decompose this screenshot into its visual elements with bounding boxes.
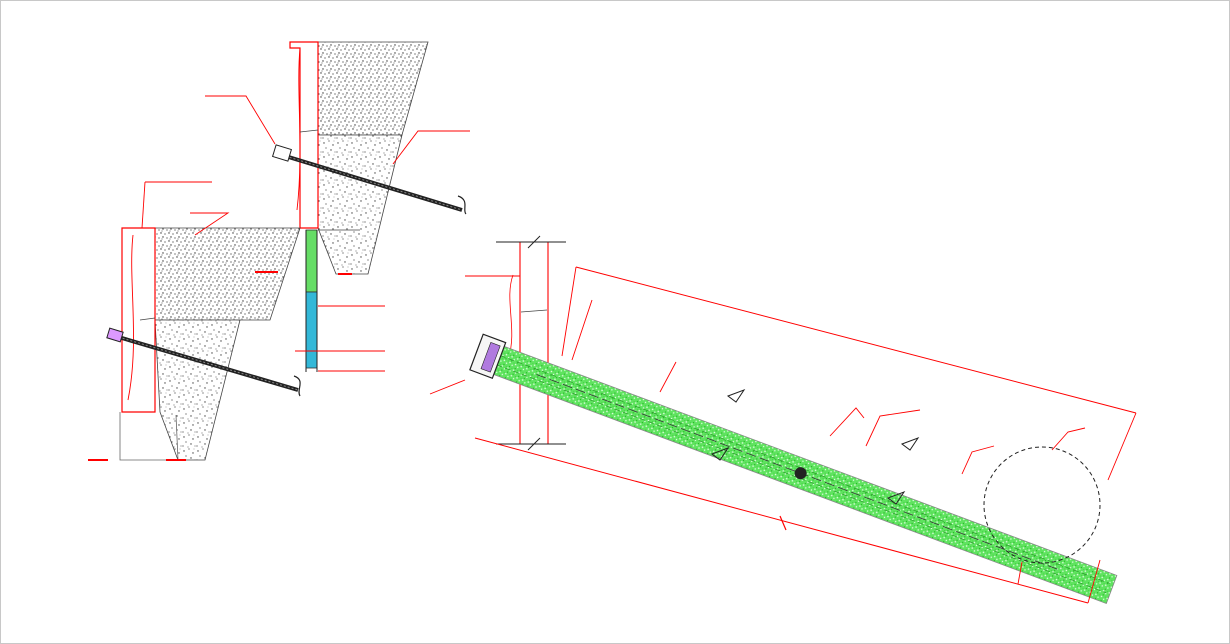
- upper-backfill-dense: [317, 41, 429, 136]
- bond-zone-circle: [983, 446, 1101, 564]
- drain-pipe-blue: [305, 291, 318, 369]
- upper-anchor-head: [271, 144, 293, 162]
- upper-wall-outline: [289, 41, 319, 229]
- dim-total: [575, 266, 1137, 414]
- lower-backfill-soil: [154, 319, 241, 461]
- lower-wall-outline: [121, 227, 156, 413]
- drain-pipe-green: [305, 229, 318, 293]
- drain-detail: [295, 229, 385, 372]
- lower-backfill-dense: [154, 227, 301, 321]
- lower-anchor-head: [106, 327, 124, 343]
- upper-wall-section: [205, 41, 470, 275]
- anchor-detail: [429, 235, 1137, 605]
- upper-backfill-soil: [317, 134, 403, 275]
- lower-anchor-rod: [114, 334, 299, 392]
- lower-wall-section: [88, 181, 301, 461]
- spacer-node: [794, 467, 807, 480]
